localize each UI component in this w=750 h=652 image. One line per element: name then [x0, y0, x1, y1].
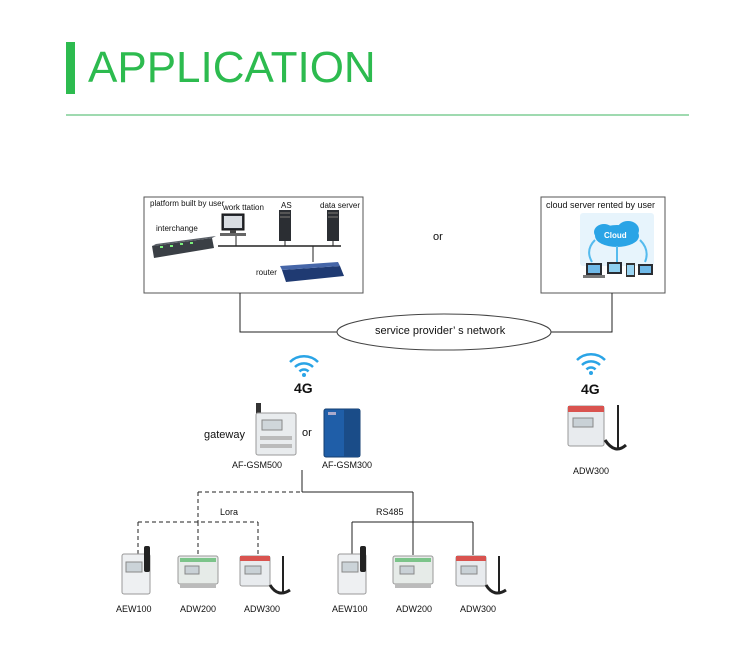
router-label: router — [256, 268, 277, 277]
router-device — [280, 262, 344, 282]
gateway-or-label: or — [302, 427, 312, 439]
lora-aew100-device — [121, 546, 151, 595]
workstation-computer — [220, 213, 246, 236]
rs485-label: RS485 — [376, 507, 404, 517]
or-label-top: or — [433, 231, 443, 243]
title-accent-bar — [66, 42, 75, 94]
rs485-device-label: ADW300 — [460, 604, 497, 614]
platform-label: platform built by user — [150, 199, 225, 208]
rs485-device-label: ADW200 — [396, 604, 433, 614]
data-server — [327, 210, 339, 241]
rs485-device-label: AEW100 — [332, 604, 368, 614]
wifi-signal-icon — [289, 355, 319, 377]
lora-adw300-device — [239, 555, 291, 595]
af-gsm300-label: AF-GSM300 — [322, 460, 373, 470]
data-server-label: data server — [320, 201, 361, 210]
network-label: service provider’ s network — [375, 325, 506, 337]
lora-adw200-device — [177, 555, 219, 588]
as-server — [279, 210, 291, 241]
rs485-aew100-device — [337, 546, 367, 595]
lora-device-label: ADW200 — [180, 604, 217, 614]
interchange-label: interchange — [156, 224, 198, 233]
af-gsm500-label: AF-GSM500 — [232, 460, 283, 470]
signal-4g-label-right: 4G — [581, 381, 600, 397]
interchange-switch — [152, 236, 216, 258]
lora-label: Lora — [220, 507, 239, 517]
header-divider — [66, 114, 689, 116]
cloud-text: Cloud — [604, 231, 627, 240]
right-adw300-label: ADW300 — [573, 466, 610, 476]
rs485-adw200-device — [392, 555, 434, 588]
af-gsm300-device — [323, 408, 361, 458]
right-adw300-device — [567, 405, 628, 451]
gateway-label: gateway — [204, 429, 245, 441]
workstation-label: work ttation — [223, 203, 264, 212]
cloud-graphic — [580, 213, 654, 278]
cloud-box-label: cloud server rented by user — [546, 200, 656, 210]
af-gsm500-device — [255, 403, 297, 456]
signal-4g-label: 4G — [294, 380, 313, 396]
network-ellipse — [336, 313, 552, 351]
lora-device-label: AEW100 — [116, 604, 152, 614]
wifi-signal-icon — [576, 353, 606, 375]
lora-device-label: ADW300 — [244, 604, 281, 614]
page-title: APPLICATION — [88, 43, 376, 92]
rs485-adw300-device — [455, 555, 507, 595]
as-label: AS — [281, 201, 292, 210]
